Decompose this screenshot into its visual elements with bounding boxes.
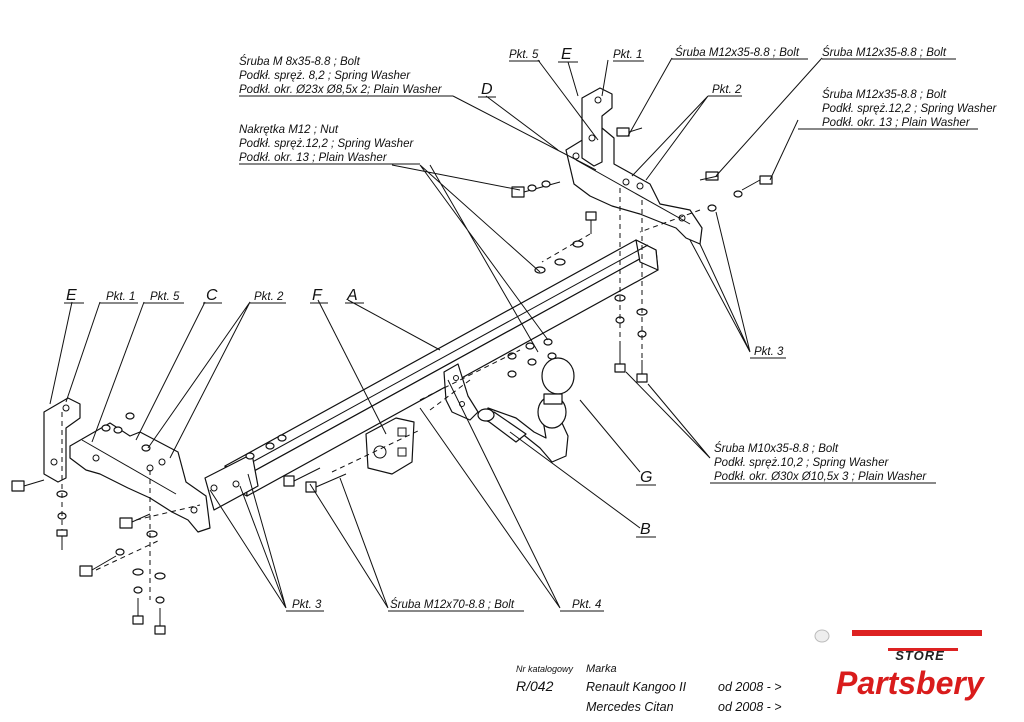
title-block: Nr katalogowy Marka R/042 Renault Kangoo… — [516, 663, 782, 714]
leader-lines — [49, 57, 823, 609]
date-1: od 2008 - > — [718, 680, 782, 694]
beam-left-end-plate — [204, 453, 259, 511]
bolt-m10-line2: Podkł. spręż.10,2 ; Spring Washer — [714, 457, 889, 469]
neck-mounting-plate — [443, 363, 479, 421]
brand-header: Marka — [586, 663, 617, 675]
label-F: F — [312, 287, 323, 304]
bolt-m12-c-line1: Śruba M12x35-8.8 ; Bolt — [822, 88, 947, 101]
partsbery-logo: STORE Partsbery — [814, 628, 986, 722]
logo-store-text: STORE — [895, 648, 945, 663]
bolt-m8-line1: Śruba M 8x35-8.8 ; Bolt — [239, 55, 361, 68]
nut-m12-line1: Nakrętka M12 ; Nut — [239, 124, 339, 136]
model-2: Mercedes Citan — [586, 700, 674, 714]
bolt-m12-c-line2: Podkł. spręż.12,2 ; Spring Washer — [822, 103, 997, 115]
label-G: G — [640, 469, 652, 486]
label-pkt3-right: Pkt. 3 — [754, 346, 784, 358]
catalog-number: R/042 — [516, 678, 554, 694]
label-E-top: E — [561, 46, 572, 63]
label-E-left: E — [66, 287, 77, 304]
label-C: C — [206, 287, 218, 304]
socket-plate-F — [365, 417, 415, 475]
label-A: A — [346, 287, 358, 304]
bolt-m12x70: Śruba M12x70-8.8 ; Bolt — [390, 598, 515, 611]
bolt-m10-line1: Śruba M10x35-8.8 ; Bolt — [714, 442, 839, 455]
bolt-m12-b: Śruba M12x35-8.8 ; Bolt — [822, 46, 947, 59]
bolt-m12-a: Śruba M12x35-8.8 ; Bolt — [675, 46, 800, 59]
bolt-m8-line2: Podkł. spręż. 8,2 ; Spring Washer — [239, 70, 411, 82]
model-1: Renault Kangoo II — [586, 680, 687, 694]
right-E-bracket — [581, 87, 613, 167]
tow-ball-G — [537, 357, 575, 429]
long-bolts-M12x70 — [283, 467, 347, 493]
label-pkt2-top: Pkt. 2 — [712, 84, 742, 96]
center-mounting-nuts — [245, 338, 557, 460]
catalog-header: Nr katalogowy — [516, 664, 574, 674]
label-D: D — [481, 81, 493, 98]
left-side-bracket-C — [69, 422, 211, 533]
label-pkt1-top: Pkt. 1 — [613, 49, 642, 61]
date-2: od 2008 - > — [718, 700, 782, 714]
label-pkt5-left: Pkt. 5 — [150, 291, 180, 303]
bolt-m8-line3: Podkł. okr. Ø23x Ø8,5x 2; Plain Washer — [239, 84, 443, 96]
label-B: B — [640, 521, 651, 538]
nut-m12-line2: Podkł. spręż.12,2 ; Spring Washer — [239, 138, 414, 150]
nut-m12-line3: Podkł. okr. 13 ; Plain Washer — [239, 152, 388, 164]
right-bolts — [511, 127, 773, 383]
bolt-m12-c-line3: Podkł. okr. 13 ; Plain Washer — [822, 117, 971, 129]
label-pkt3-bottom: Pkt. 3 — [292, 599, 322, 611]
label-pkt2-left: Pkt. 2 — [254, 291, 284, 303]
label-pkt5-top: Pkt. 5 — [509, 49, 539, 61]
logo-main-text: Partsbery — [836, 665, 986, 701]
label-pkt1-left: Pkt. 1 — [106, 291, 135, 303]
main-crossbar-A — [224, 239, 659, 497]
label-pkt4: Pkt. 4 — [572, 599, 601, 611]
bolt-m10-line3: Podkł. okr. Ø30x Ø10,5x 3 ; Plain Washer — [714, 471, 927, 483]
